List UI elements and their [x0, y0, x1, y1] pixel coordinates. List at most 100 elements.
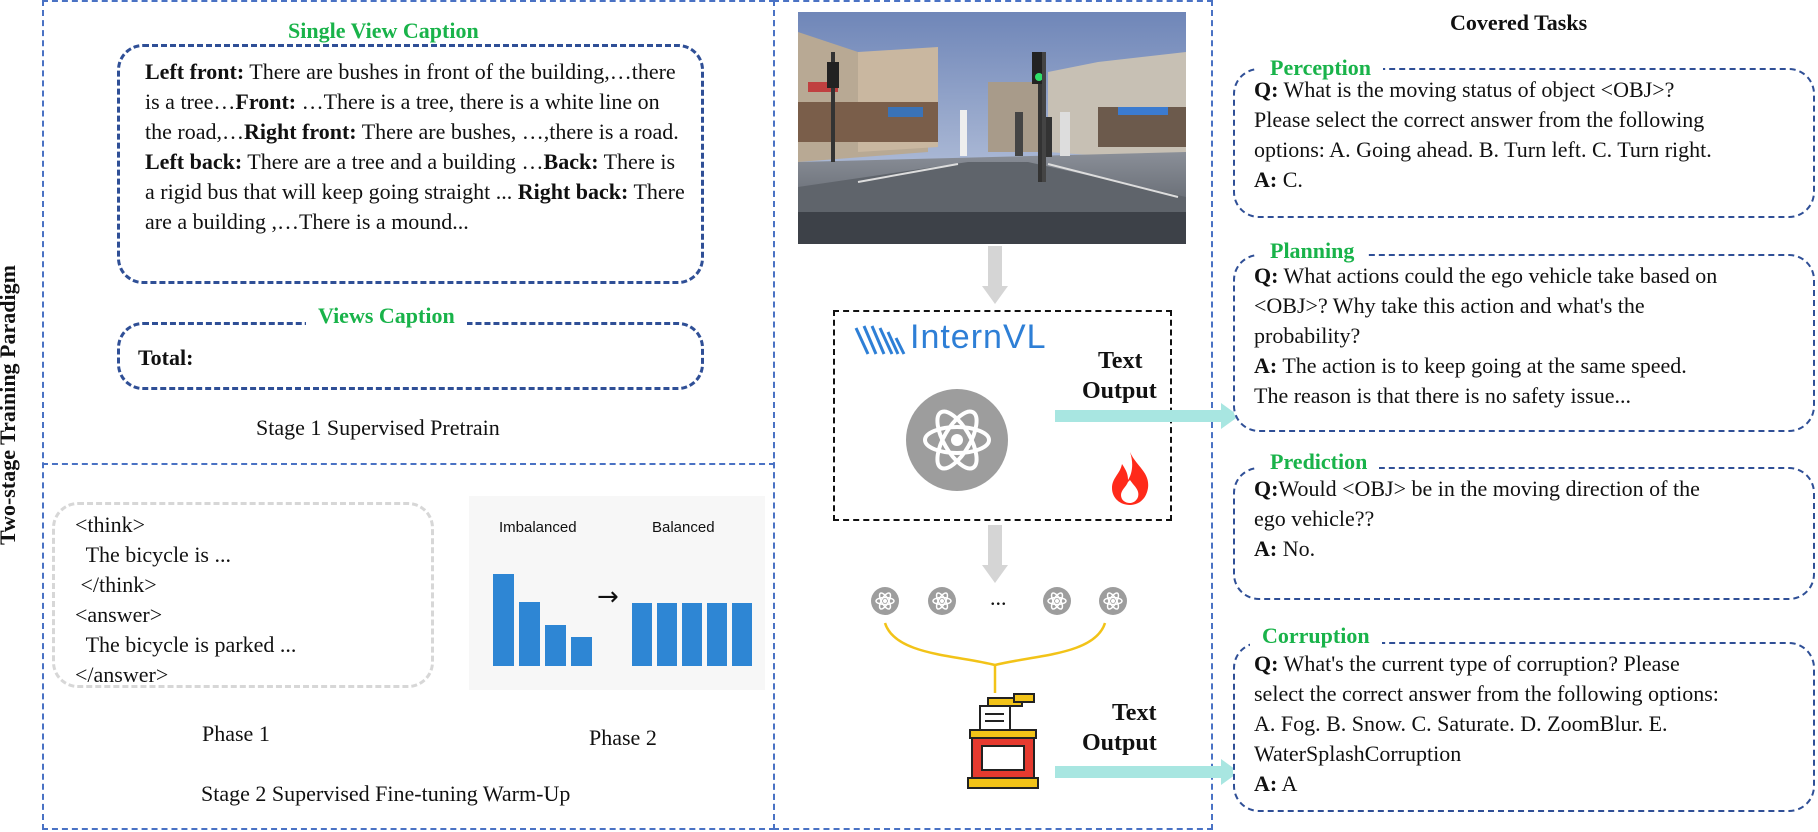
views-caption-box: Total: — [117, 322, 704, 390]
think-answer-box: <think> The bicycle is ... </think><answ… — [52, 502, 434, 688]
task-line: A: A — [1254, 769, 1719, 799]
qa-text: probability? — [1254, 323, 1361, 348]
qa-text: select the correct answer from the follo… — [1254, 681, 1719, 706]
views-total-label: Total: — [138, 345, 194, 370]
phase1-label: Phase 1 — [202, 721, 270, 746]
arrow-down-1 — [988, 246, 1002, 288]
mini-atom-icon — [928, 587, 956, 615]
qa-marker: A: — [1254, 353, 1278, 378]
task-title-planning: Planning — [1258, 238, 1367, 264]
task-qa-text: Q:Would <OBJ> be in the moving direction… — [1254, 474, 1700, 564]
transform-arrow: → — [597, 582, 619, 612]
qa-text: Please select the correct answer from th… — [1254, 107, 1705, 132]
ballot-box-icon — [967, 693, 1039, 789]
qa-marker: Q: — [1254, 77, 1279, 102]
balanced-bar — [657, 603, 677, 666]
task-line: Q: What is the moving status of object <… — [1254, 75, 1712, 105]
qa-text: C. — [1277, 167, 1303, 192]
task-line: WaterSplashCorruption — [1254, 739, 1719, 769]
qa-marker: Q: — [1254, 651, 1279, 676]
code-line: </think> — [75, 572, 157, 597]
task-qa-text: Q: What is the moving status of object <… — [1254, 75, 1712, 195]
stage-divider — [42, 463, 775, 465]
task-line: <OBJ>? Why take this action and what's t… — [1254, 291, 1717, 321]
view-label: Left front: — [145, 59, 245, 84]
merge-curves — [883, 622, 1107, 693]
task-line: A. Fog. B. Snow. C. Saturate. D. ZoomBlu… — [1254, 709, 1719, 739]
internvl-logo-icon — [854, 325, 906, 355]
task-line: The reason is that there is no safety is… — [1254, 381, 1717, 411]
task-line: A: The action is to keep going at the sa… — [1254, 351, 1717, 381]
view-description: There is a rigid bus that will keep goin… — [145, 149, 676, 204]
qa-marker: A: — [1254, 771, 1278, 796]
qa-marker: A: — [1254, 167, 1278, 192]
atom-icon — [906, 389, 1008, 491]
text-output-top-line2: Output — [1082, 378, 1157, 404]
task-box-corruption — [1233, 642, 1815, 812]
mini-atom-icon — [1099, 587, 1127, 615]
stage2-caption: Stage 2 Supervised Fine-tuning Warm-Up — [201, 781, 571, 806]
imbalanced-label: Imbalanced — [499, 519, 577, 536]
qa-text: Would <OBJ> be in the moving direction o… — [1278, 476, 1700, 501]
task-title-perception: Perception — [1258, 55, 1384, 81]
task-line: Q: What's the current type of corruption… — [1254, 649, 1719, 679]
view-description: There are a tree and a building … — [242, 149, 544, 174]
balanced-bar — [682, 603, 702, 666]
text-output-top-line1: Text — [1098, 348, 1143, 374]
qa-text: What is the moving status of object <OBJ… — [1278, 77, 1675, 102]
qa-marker: Q: — [1254, 263, 1279, 288]
qa-text: A — [1277, 771, 1298, 796]
task-line: select the correct answer from the follo… — [1254, 679, 1719, 709]
side-label: Two-stage Training Paradigm — [0, 265, 20, 545]
arrow-down-1-head — [982, 286, 1008, 304]
internvl-name: InternVL — [910, 318, 1047, 356]
qa-text: The reason is that there is no safety is… — [1254, 383, 1631, 408]
task-box-planning — [1233, 254, 1815, 432]
phase2-label: Phase 2 — [589, 725, 657, 750]
balanced-bar — [632, 603, 652, 666]
view-label: Right front: — [243, 119, 357, 144]
view-description: There are bushes, …,there is a road. — [356, 119, 679, 144]
view-description: There are a building ,…There is a mound.… — [145, 179, 685, 234]
qa-marker: Q: — [1254, 476, 1279, 501]
task-title-prediction: Prediction — [1258, 449, 1380, 475]
view-label: Right back: — [517, 179, 629, 204]
task-line: A: No. — [1254, 534, 1700, 564]
imbalanced-bar — [519, 601, 540, 666]
single-view-caption-title: Single View Caption — [276, 18, 491, 44]
code-line: The bicycle is ... — [75, 542, 231, 567]
mini-atom-icon — [871, 587, 899, 615]
qa-text: WaterSplashCorruption — [1254, 741, 1462, 766]
arrow-down-2 — [988, 525, 1002, 567]
qa-text: What's the current type of corruption? P… — [1278, 651, 1680, 676]
mini-atom-icon — [1043, 587, 1071, 615]
qa-text: The action is to keep going at the same … — [1277, 353, 1687, 378]
view-label: Left back: — [145, 149, 243, 174]
view-label: Front: — [235, 89, 297, 114]
think-answer-code: <think> The bicycle is ... </think><answ… — [75, 510, 296, 690]
view-description: There are bushes in front of the buildin… — [145, 59, 676, 114]
task-line: ego vehicle?? — [1254, 504, 1700, 534]
stage1-caption: Stage 1 Supervised Pretrain — [256, 415, 500, 440]
qa-text: No. — [1277, 536, 1316, 561]
view-description: …There is a tree, there is a white line … — [145, 89, 660, 144]
qa-text: What actions could the ego vehicle take … — [1278, 263, 1718, 288]
qa-text: A. Fog. B. Snow. C. Saturate. D. ZoomBlu… — [1254, 711, 1668, 736]
balanced-bar — [707, 603, 727, 666]
view-label: Back: — [543, 149, 599, 174]
task-qa-text: Q: What actions could the ego vehicle ta… — [1254, 261, 1717, 411]
qa-text: ego vehicle?? — [1254, 506, 1375, 531]
output-arrow-bottom — [1055, 766, 1223, 778]
task-line: Q: What actions could the ego vehicle ta… — [1254, 261, 1717, 291]
arrow-down-2-head — [982, 565, 1008, 583]
qa-marker: A: — [1254, 536, 1278, 561]
single-view-caption-box: Left front: There are bushes in front of… — [117, 44, 704, 284]
balance-chart: Imbalanced Balanced → — [469, 496, 765, 690]
task-line: A: C. — [1254, 165, 1712, 195]
task-title-corruption: Corruption — [1250, 623, 1382, 649]
balanced-bar — [732, 603, 752, 666]
task-qa-text: Q: What's the current type of corruption… — [1254, 649, 1719, 799]
flame-icon — [1112, 452, 1149, 505]
task-line: options: A. Going ahead. B. Turn left. C… — [1254, 135, 1712, 165]
code-line: <think> — [75, 512, 146, 537]
